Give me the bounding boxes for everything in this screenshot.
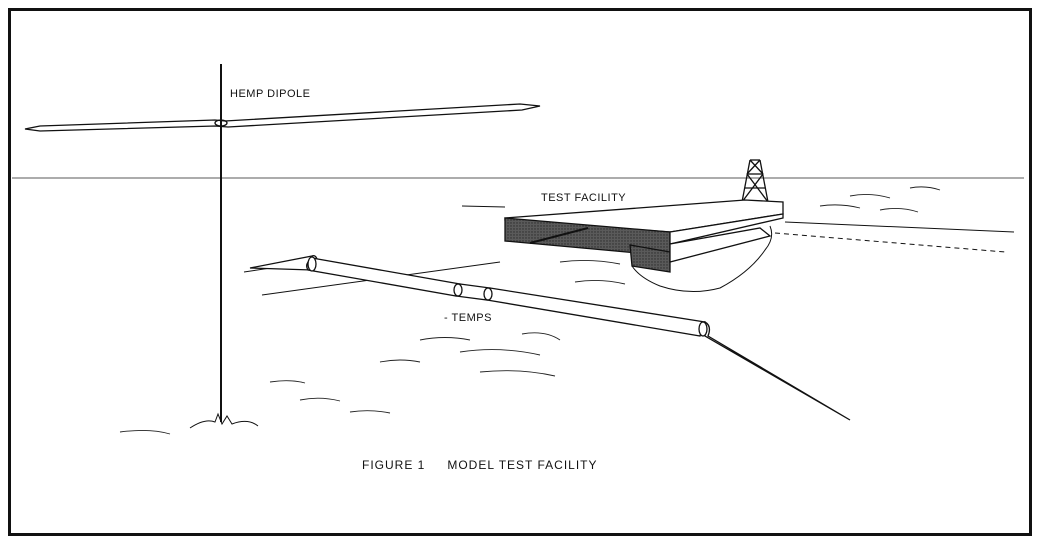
- hemp-dipole-label: HEMP DIPOLE: [230, 88, 311, 100]
- tower-structure: [742, 160, 768, 202]
- figure-title: MODEL TEST FACILITY: [447, 458, 597, 472]
- test-facility-platform: [505, 200, 783, 272]
- temps-label: - TEMPS: [444, 312, 492, 324]
- mast-base: [190, 414, 258, 428]
- test-facility-label: TEST FACILITY: [541, 192, 626, 204]
- figure-caption: FIGURE 1 MODEL TEST FACILITY: [362, 458, 620, 472]
- temps-pipe: [250, 256, 850, 420]
- figure-number: FIGURE 1: [362, 458, 425, 472]
- dipole-arms: [25, 104, 540, 131]
